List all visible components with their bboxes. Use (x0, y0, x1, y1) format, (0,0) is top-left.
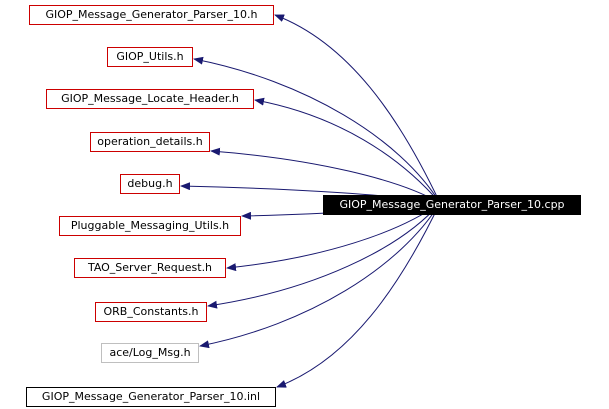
node-operation-details-h[interactable]: operation_details.h (90, 132, 210, 152)
edge-to-include-9 (276, 202, 441, 388)
edge-to-include-0 (274, 14, 441, 204)
node-giop-message-generator-parser-10-h[interactable]: GIOP_Message_Generator_Parser_10.h (29, 5, 274, 25)
edge-to-include-2 (254, 97, 441, 204)
node-orb-constants-h[interactable]: ORB_Constants.h (95, 302, 207, 322)
edge-to-include-1 (193, 56, 441, 204)
node-pluggable-messaging-utils-h[interactable]: Pluggable_Messaging_Utils.h (59, 216, 241, 236)
edge-to-include-3 (210, 147, 441, 204)
node-tao-server-request-h[interactable]: TAO_Server_Request.h (74, 258, 226, 278)
node-giop-utils-h[interactable]: GIOP_Utils.h (107, 47, 193, 67)
node-debug-h[interactable]: debug.h (120, 174, 180, 194)
edge-to-include-8 (199, 202, 441, 349)
node-giop-message-locate-header-h[interactable]: GIOP_Message_Locate_Header.h (46, 89, 254, 109)
node-ace-log-msg-h: ace/Log_Msg.h (101, 343, 199, 363)
node-giop-message-generator-parser-10-inl[interactable]: GIOP_Message_Generator_Parser_10.inl (26, 387, 276, 407)
edge-to-include-7 (207, 202, 441, 309)
root-node-giop-message-generator-parser-10-cpp: GIOP_Message_Generator_Parser_10.cpp (323, 195, 581, 215)
